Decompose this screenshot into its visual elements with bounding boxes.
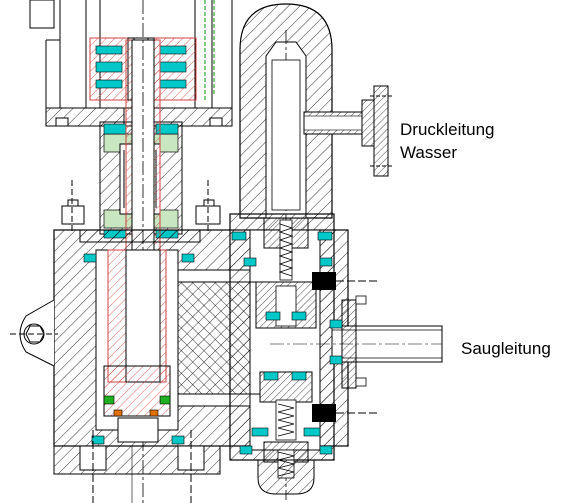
pressure-line-label-line-2: Wasser (400, 143, 457, 162)
discharge-flange (303, 85, 392, 177)
pressure-line-label: Druckleitung Wasser (400, 118, 495, 164)
discharge-dome (239, 3, 333, 500)
valve-housing (229, 213, 335, 479)
connecting-channel (178, 281, 260, 395)
suction-line-label: Saugleitung (461, 339, 551, 358)
pump-body (53, 229, 349, 447)
suction-pipe (270, 295, 443, 389)
bottom-foot (53, 430, 221, 503)
valve-blocks (312, 272, 380, 422)
pressure-line-label-line-1: Druckleitung (400, 120, 495, 139)
gland-bolts (61, 180, 221, 232)
side-lug (10, 299, 58, 367)
bottom-valve-cap (257, 459, 315, 495)
